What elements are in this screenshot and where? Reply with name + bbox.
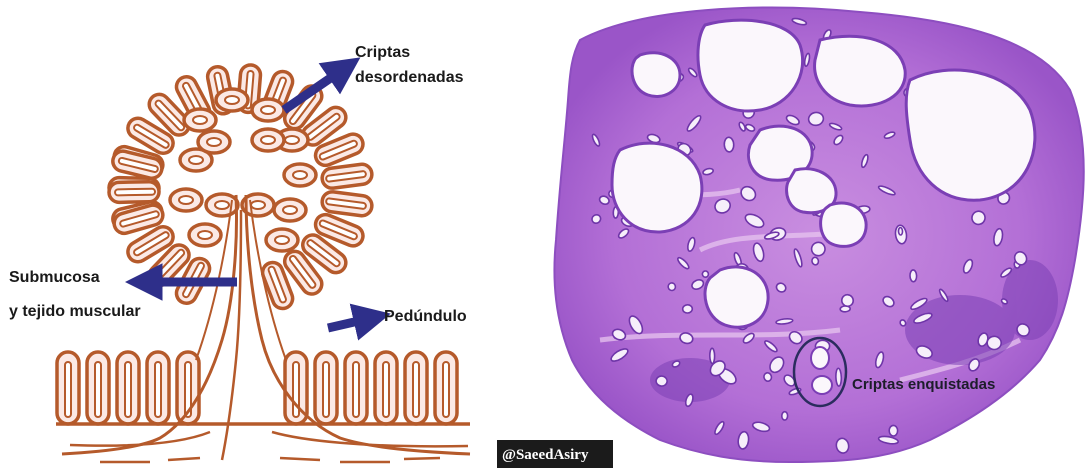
label-criptas: Criptas bbox=[355, 44, 410, 61]
mucosa-fold bbox=[405, 352, 427, 424]
mucosa-fold bbox=[435, 352, 457, 424]
crypt-cross-section bbox=[252, 129, 284, 151]
mucosa-fold bbox=[147, 352, 169, 424]
gland-lumen bbox=[987, 336, 1002, 350]
crypt-cross-section bbox=[184, 109, 216, 131]
gland-lumen bbox=[836, 368, 842, 386]
gland-lumen bbox=[682, 305, 692, 314]
gland-lumen bbox=[889, 425, 898, 436]
mucosa-fold bbox=[57, 352, 79, 424]
mucosa-fold bbox=[87, 352, 109, 424]
base-dashes bbox=[100, 458, 440, 462]
crypt-cross-section bbox=[284, 164, 316, 186]
gland-lumen bbox=[656, 376, 668, 387]
gland-lumen bbox=[667, 282, 676, 291]
mucosa-fold bbox=[375, 352, 397, 424]
label-criptas-enquistadas: Criptas enquistadas bbox=[852, 376, 995, 393]
crypt-cross-section bbox=[216, 89, 248, 111]
mucosa-fold bbox=[117, 352, 139, 424]
crypt bbox=[321, 163, 373, 189]
gland-lumen bbox=[724, 137, 734, 152]
gland-lumen bbox=[710, 348, 715, 363]
crypt-cross-section bbox=[189, 224, 221, 246]
crypt bbox=[109, 182, 159, 203]
polyp-schematic: Criptas desordenadas Submucosa y tejido … bbox=[9, 44, 470, 462]
crypt-cross-section bbox=[170, 189, 202, 211]
base-mucosa-folds bbox=[56, 352, 470, 424]
label-pedunculo: Pedúndulo bbox=[384, 308, 467, 325]
mucosa-fold bbox=[315, 352, 337, 424]
crypt bbox=[321, 191, 373, 217]
crypt-cross-section bbox=[274, 199, 306, 221]
mucosa-fold bbox=[345, 352, 367, 424]
gland-lumen bbox=[898, 228, 902, 236]
credit-text: @SaeedAsiry bbox=[502, 447, 589, 463]
gland-lumen bbox=[782, 412, 788, 420]
histology-micrograph: Criptas enquistadas @SaeedAsiry bbox=[497, 0, 1091, 468]
crypt-cross-section bbox=[252, 99, 284, 121]
gland-lumen bbox=[811, 257, 819, 266]
label-submucosa: Submucosa bbox=[9, 269, 100, 286]
crypt-cross-section bbox=[198, 131, 230, 153]
crypt-cross-section bbox=[206, 194, 238, 216]
label-desordenadas: desordenadas bbox=[355, 69, 464, 86]
arrow-pedunculo bbox=[328, 317, 376, 328]
label-tejido-muscular: y tejido muscular bbox=[9, 303, 141, 320]
gland-lumen bbox=[702, 271, 709, 278]
crypt-cross-section bbox=[266, 229, 298, 251]
gland-lumen bbox=[910, 270, 917, 282]
